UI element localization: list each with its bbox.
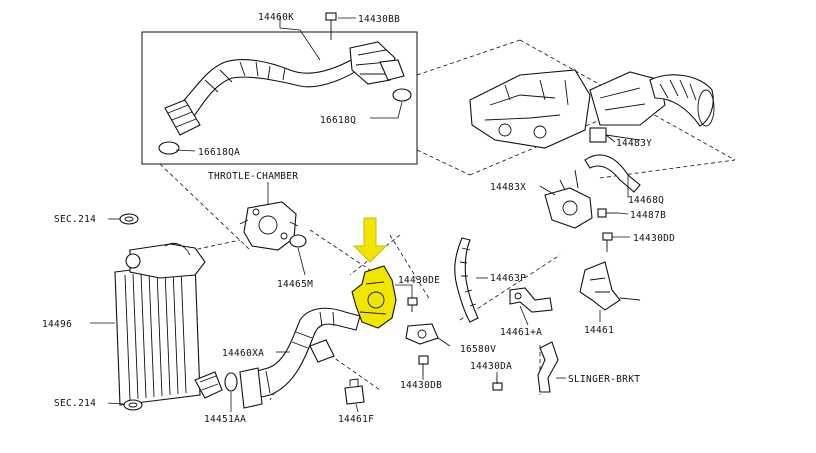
hose-14468Q [584, 154, 641, 193]
hose-14463P [454, 237, 479, 323]
label-14430DB: 14430DB [400, 380, 442, 391]
leader-lines [90, 16, 630, 413]
oring-14465M [289, 234, 307, 248]
bolt-14430DE [407, 297, 418, 312]
highlight-arrow [352, 217, 388, 263]
clip-sec214-bottom [123, 399, 143, 411]
label-14496: 14496 [42, 319, 72, 330]
inset-frame [141, 31, 418, 165]
label-sec214-top: SEC.214 [54, 214, 96, 225]
oring-16618QA [158, 141, 180, 155]
intercooler-14496 [114, 243, 223, 406]
label-14487B: 14487B [630, 210, 666, 221]
label-16618QA: 16618QA [198, 147, 240, 158]
bolt-14430DB [418, 355, 429, 376]
bracket-14461A [509, 287, 553, 313]
part-labels: 14460K 14430BB 16618Q 16618QA THROTLE-CH… [42, 12, 675, 425]
label-throttle-chamber: THROTLE-CHAMBER [208, 171, 298, 182]
label-14460XA: 14460XA [222, 348, 264, 359]
label-14483X: 14483X [490, 182, 526, 193]
sensor-16580V [405, 323, 439, 345]
throttle-chamber [239, 201, 299, 251]
clip-sec214-top [119, 213, 139, 225]
hose-14460K [164, 41, 405, 136]
valve-14483Y [589, 127, 641, 143]
bracket-14461 [579, 261, 641, 311]
label-14461A: 14461+A [500, 327, 542, 338]
label-slinger-brkt: SLINGER-BRKT [568, 374, 640, 385]
slinger-bracket [537, 341, 559, 393]
label-14463P: 14463P [490, 273, 526, 284]
label-16580V: 16580V [460, 344, 496, 355]
label-14461: 14461 [584, 325, 614, 336]
valve-14483X [544, 169, 593, 229]
label-14483Y: 14483Y [616, 138, 652, 149]
label-sec214-bottom: SEC.214 [54, 398, 96, 409]
label-14460K: 14460K [258, 12, 294, 23]
hose-14460XA [239, 307, 361, 409]
bolt-14487B [597, 208, 618, 218]
label-14468Q: 14468Q [628, 195, 664, 206]
oring-14451AA [224, 372, 238, 392]
oring-16618Q [392, 88, 412, 102]
highlighted-part [351, 265, 397, 329]
label-14430DA: 14430DA [470, 361, 512, 372]
label-14465M: 14465M [277, 279, 313, 290]
bracket-14461F [344, 378, 365, 405]
label-14461F: 14461F [338, 414, 374, 425]
label-14451AA: 14451AA [204, 414, 246, 425]
label-14430DE: 14430DE [398, 275, 440, 286]
bolt-14430DD [602, 232, 613, 252]
label-14430DD: 14430DD [633, 233, 675, 244]
label-16618Q: 16618Q [320, 115, 356, 126]
bolt-14430DA [492, 376, 503, 391]
label-14430BB: 14430BB [358, 14, 400, 25]
intake-manifold-assembly [469, 69, 715, 149]
bolt-14430BB [325, 12, 337, 40]
